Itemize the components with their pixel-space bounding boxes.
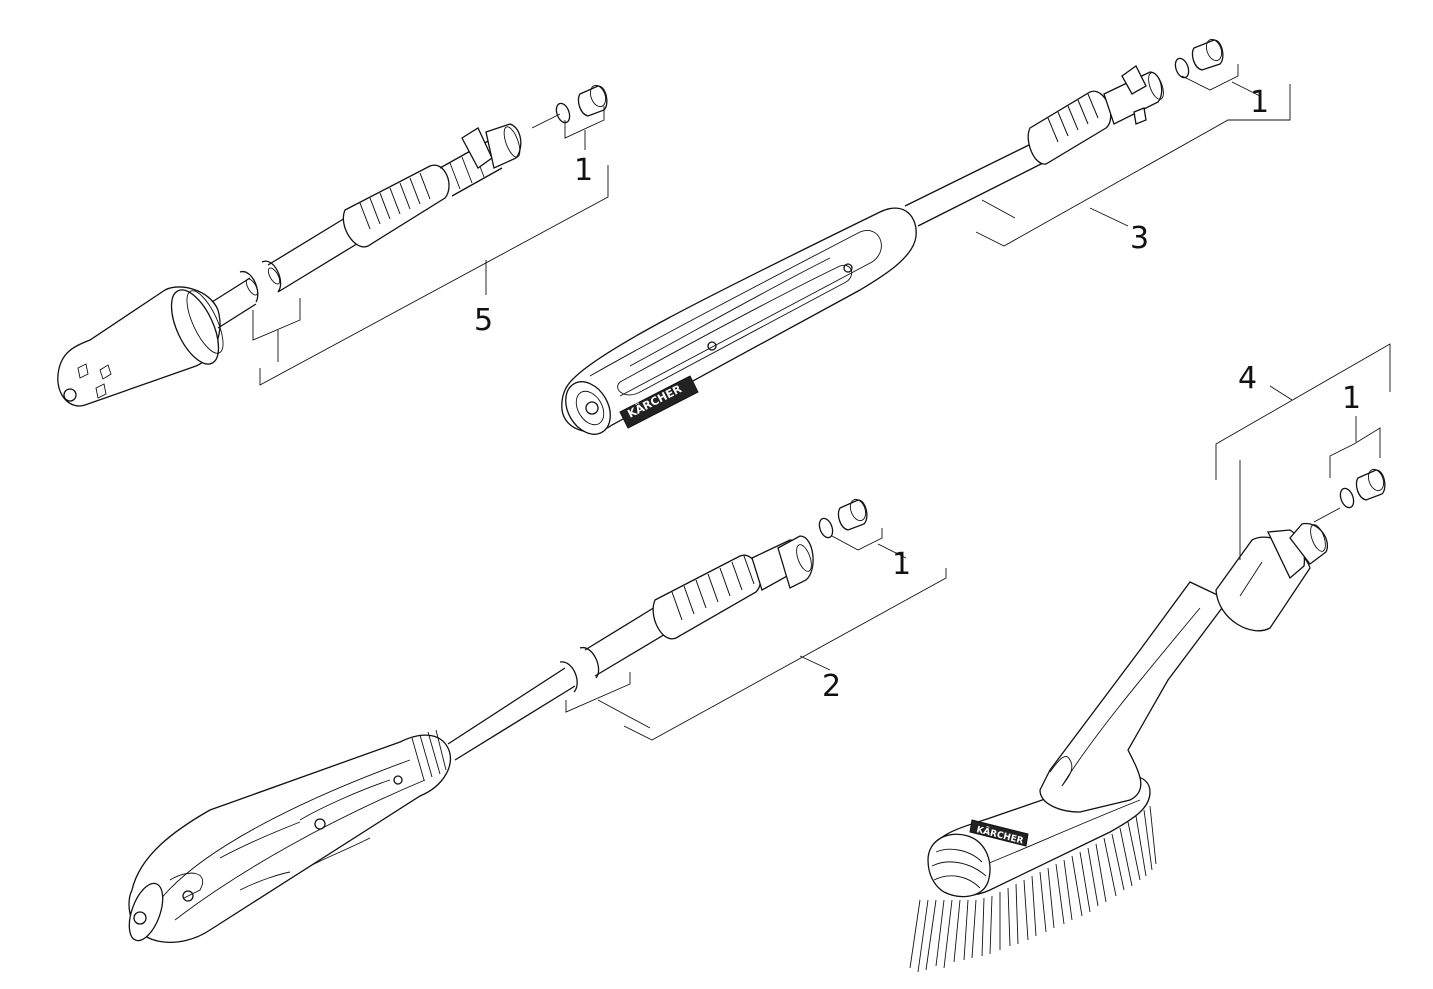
nozzle-cone [57,286,224,407]
part-2-lance-with-grip-handle: 1 2 [128,498,947,943]
lance-top-grip-ribs [1047,93,1099,143]
callout-1-lance-bottom: 1 [892,547,911,582]
brush-screw-fitting [1355,468,1386,501]
lance-top-screw-fitting [1191,38,1224,71]
part-4-wash-brush: KÄRCHER 1 4 [909,343,1391,973]
part-5-rotary-nozzle-lance: 1 5 [57,84,609,407]
callout-3-lance-top: 3 [1130,221,1149,256]
brush-seal-ring [1339,487,1355,509]
lance-bottom-grip-ribs [671,555,755,621]
callout-4-brush: 4 [1238,361,1257,396]
brush-bristles [909,805,1157,973]
nozzle-lance-seal-ring [555,102,571,124]
callout-5-nozzle-lance: 5 [474,303,493,338]
callout-1-lance-top: 1 [1250,85,1269,120]
callout-1-nozzle-lance: 1 [574,153,593,188]
callout-2-lance-bottom: 2 [822,669,841,704]
part-3-lance-with-handle: KÄRCHER 1 3 [561,38,1291,435]
nozzle-lance-grip-ribs [359,172,431,230]
callout-1-brush: 1 [1342,381,1361,416]
lance-bottom-seal-ring [818,517,834,539]
lance-bottom-screw-fitting [837,498,868,531]
